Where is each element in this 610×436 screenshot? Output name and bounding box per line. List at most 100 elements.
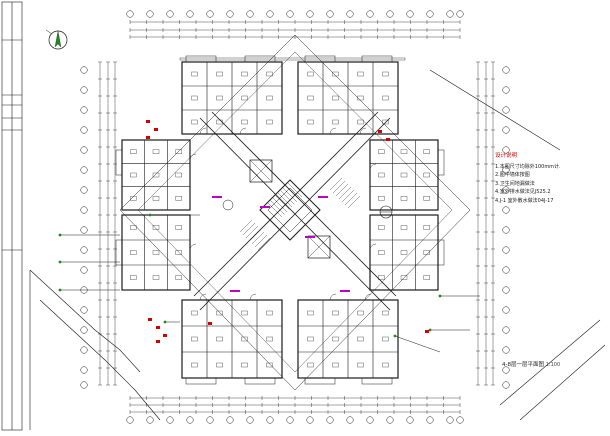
stair-tread: [267, 202, 283, 218]
axis-bubble: [126, 10, 134, 18]
leader-dot: [163, 320, 167, 324]
room-fixture: [130, 250, 137, 255]
stair-tread: [251, 231, 265, 245]
axis-bubble: [306, 10, 314, 18]
stair-tread: [338, 186, 352, 200]
wing-west-south: [121, 214, 191, 291]
door-swing: [364, 293, 372, 301]
axis-bubble: [226, 416, 234, 424]
corridor-wall: [211, 111, 397, 297]
room-fixture: [241, 71, 248, 77]
dimension-highlight: [260, 206, 270, 208]
axis-bubble: [406, 416, 414, 424]
axis-bubble: [426, 416, 434, 424]
room-fixture: [175, 149, 182, 154]
stair-tread: [257, 237, 271, 251]
room-fixture: [423, 275, 430, 280]
section-marker-icon: [222, 199, 393, 219]
axis-bubble: [346, 10, 354, 18]
balcony: [437, 239, 445, 266]
axis-bubble: [306, 416, 314, 424]
door-swing: [189, 153, 197, 161]
stair-tread: [329, 177, 343, 191]
stair-tread: [341, 189, 355, 203]
stair-core: [259, 179, 321, 241]
room-fixture: [130, 225, 137, 230]
balcony: [304, 55, 336, 63]
axis-bubble: [80, 146, 88, 154]
axis-bubble: [146, 10, 154, 18]
room-fixture: [307, 95, 314, 101]
leader-marker: [425, 330, 429, 333]
axis-bubble: [80, 206, 88, 214]
leader-marker: [208, 322, 212, 325]
axis-bubble: [80, 346, 88, 354]
axis-bubble: [502, 366, 510, 374]
room-fixture: [191, 310, 198, 316]
leader-dot: [148, 213, 152, 217]
room-fixture: [130, 196, 137, 201]
axis-bubble: [80, 86, 88, 94]
axis-bubble: [502, 246, 510, 254]
axis-bubble: [80, 66, 88, 74]
axis-bubble: [80, 226, 88, 234]
axis-bubble: [502, 286, 510, 294]
room-fixture: [216, 71, 223, 77]
room-fixture: [175, 250, 182, 255]
stair-core-inner: [267, 187, 313, 233]
room-fixture: [400, 172, 408, 178]
axis-bubble: [502, 206, 510, 214]
stair-tread: [254, 234, 268, 248]
dimension-highlight: [340, 290, 350, 292]
room-fixture: [216, 336, 223, 342]
stair-tread: [242, 222, 256, 236]
leader-line: [394, 335, 441, 353]
stair-tread: [270, 200, 285, 215]
door-swing: [199, 293, 207, 301]
leader-marker: [386, 138, 390, 141]
room-partitions: [115, 55, 445, 385]
room-fixture: [423, 172, 430, 178]
stair-tread: [285, 185, 300, 200]
axis-bubble: [502, 346, 510, 354]
balcony: [115, 239, 123, 266]
axis-bubble: [326, 10, 334, 18]
room-fixture: [378, 172, 385, 178]
room-fixture: [241, 310, 248, 316]
room-fixture: [332, 119, 339, 125]
axis-bubble: [502, 106, 510, 114]
room-fixture: [175, 196, 182, 201]
room-fixture: [382, 336, 389, 342]
dimension-highlight: [212, 196, 222, 198]
room-fixture: [152, 149, 160, 154]
balcony: [185, 377, 217, 385]
design-note-line: 4.室外排水做法见J525.2: [495, 189, 551, 195]
leader-dot: [58, 288, 62, 292]
axis-grid-bubbles: [80, 10, 510, 424]
corridor-wall: [199, 117, 391, 311]
axis-bubble: [502, 326, 510, 334]
door-swing: [359, 127, 367, 135]
room-fixture: [130, 275, 137, 280]
axis-bubble: [266, 416, 274, 424]
room-fixture: [130, 172, 137, 178]
diamond-boundary-inner: [137, 51, 453, 373]
axis-bubble: [80, 106, 88, 114]
door-swing: [329, 293, 337, 301]
room-fixture: [152, 172, 160, 178]
axis-bubble: [80, 366, 88, 374]
room-fixture: [216, 119, 223, 125]
axis-bubble: [446, 416, 454, 424]
room-fixture: [400, 196, 408, 201]
room-fixture: [175, 275, 182, 280]
design-note-line: 1.本图尺寸均除外100mm计.: [495, 163, 561, 170]
balcony: [244, 55, 276, 63]
room-fixture: [241, 336, 248, 342]
door-swing: [369, 243, 377, 251]
axis-bubble: [206, 10, 214, 18]
stair-tread: [287, 182, 303, 198]
room-fixture: [152, 250, 160, 255]
axis-bubble: [246, 416, 254, 424]
stair-tread: [280, 190, 295, 205]
room-fixture: [266, 336, 273, 342]
